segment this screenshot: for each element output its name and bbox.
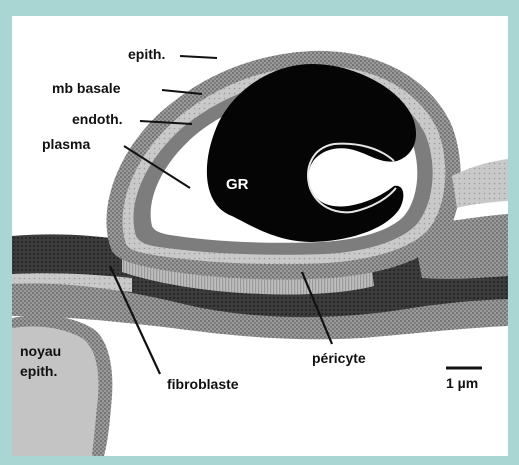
label-scale: 1 µm (446, 375, 478, 391)
label-gr: GR (226, 176, 249, 193)
leader-epith (180, 56, 217, 58)
label-epith: epith. (128, 46, 165, 62)
label-pericyte: péricyte (312, 350, 366, 366)
capillary-diagram: epith. mb basale endoth. plasma GR noyau… (12, 16, 508, 456)
label-plasma: plasma (42, 136, 90, 152)
label-noyau: noyau (20, 343, 61, 359)
label-mb-basale: mb basale (52, 80, 121, 96)
micrograph-panel: epith. mb basale endoth. plasma GR noyau… (12, 16, 508, 456)
label-endoth: endoth. (72, 111, 123, 127)
label-noyau-epith: epith. (20, 363, 57, 379)
label-fibroblaste: fibroblaste (167, 376, 239, 392)
